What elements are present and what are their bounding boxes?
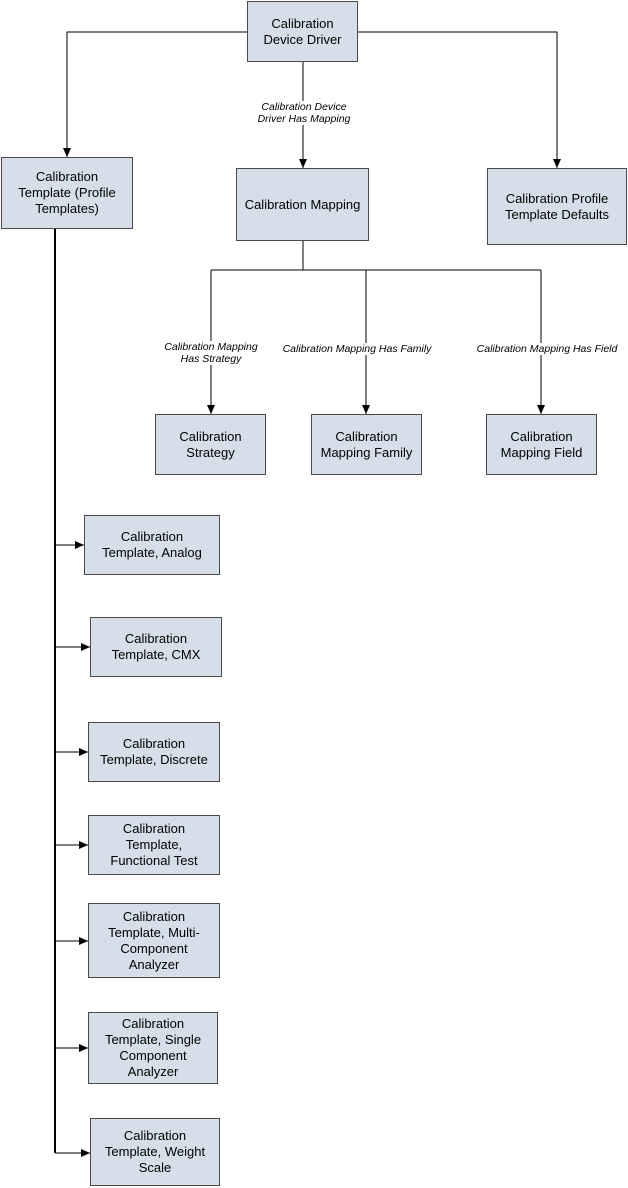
- node-profile-defaults-label: Calibration Profile Template Defaults: [504, 190, 610, 222]
- node-mapping-family: Calibration Mapping Family: [311, 414, 422, 475]
- node-device-driver: Calibration Device Driver: [247, 1, 358, 62]
- node-template-cmx: Calibration Template, CMX: [90, 617, 222, 677]
- node-template-analog: Calibration Template, Analog: [84, 515, 220, 575]
- label-mapping-has-strategy: Calibration Mapping Has Strategy: [156, 341, 266, 365]
- label-mapping-has-field: Calibration Mapping Has Field: [474, 343, 620, 355]
- node-template-weight-label: Calibration Template, Weight Scale: [104, 1128, 206, 1175]
- node-template-profile: Calibration Template (Profile Templates): [1, 157, 133, 229]
- node-template-profile-label: Calibration Template (Profile Templates): [18, 169, 116, 216]
- node-template-weight: Calibration Template, Weight Scale: [90, 1118, 220, 1186]
- node-mapping-label: Calibration Mapping: [244, 196, 361, 212]
- node-mapping: Calibration Mapping: [236, 168, 369, 241]
- node-mapping-field: Calibration Mapping Field: [486, 414, 597, 475]
- node-template-functional-label: Calibration Template, Functional Test: [110, 821, 198, 868]
- node-strategy: Calibration Strategy: [155, 414, 266, 475]
- node-strategy-label: Calibration Strategy: [179, 428, 242, 460]
- node-template-multi-label: Calibration Template, Multi- Component A…: [108, 908, 200, 972]
- label-driver-has-mapping: Calibration Device Driver Has Mapping: [252, 101, 356, 125]
- node-template-discrete-label: Calibration Template, Discrete: [100, 736, 208, 767]
- node-mapping-family-label: Calibration Mapping Family: [320, 428, 413, 460]
- node-template-single: Calibration Template, Single Component A…: [88, 1012, 218, 1084]
- label-mapping-has-family: Calibration Mapping Has Family: [280, 343, 434, 355]
- node-template-discrete: Calibration Template, Discrete: [88, 722, 220, 782]
- edge-driver-to-profile-defaults: [358, 31, 561, 168]
- node-mapping-field-label: Calibration Mapping Field: [500, 428, 583, 460]
- node-template-cmx-label: Calibration Template, CMX: [111, 631, 201, 662]
- edge-driver-to-template-profile: [63, 31, 247, 157]
- node-template-functional: Calibration Template, Functional Test: [88, 815, 220, 875]
- node-template-analog-label: Calibration Template, Analog: [102, 529, 202, 560]
- node-device-driver-label: Calibration Device Driver: [263, 15, 342, 47]
- node-template-single-label: Calibration Template, Single Component A…: [104, 1016, 202, 1079]
- node-profile-defaults: Calibration Profile Template Defaults: [487, 168, 627, 245]
- node-template-multi: Calibration Template, Multi- Component A…: [88, 903, 220, 978]
